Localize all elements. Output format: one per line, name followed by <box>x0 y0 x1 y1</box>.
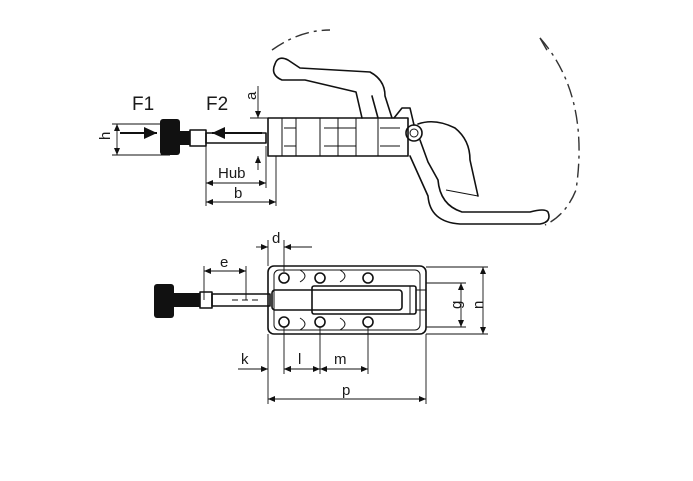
knob-neck-top <box>172 293 200 307</box>
label-Hub: Hub <box>218 165 246 182</box>
handle-swing-arc-upper <box>539 37 549 53</box>
knob-top <box>154 284 174 318</box>
push-rod-top <box>211 293 271 307</box>
mount-hole <box>362 316 374 328</box>
handle-swing-arc <box>271 29 580 226</box>
mount-hole <box>362 272 374 284</box>
slide <box>311 285 417 315</box>
label-g: g <box>448 301 465 309</box>
label-F2: F2 <box>206 94 228 115</box>
label-n: n <box>470 301 487 309</box>
label-k: k <box>241 351 249 368</box>
label-F1: F1 <box>132 94 154 115</box>
mount-hole <box>314 316 326 328</box>
base-plate <box>267 265 427 335</box>
label-a: a <box>243 91 260 100</box>
rod-nut-top <box>199 291 213 309</box>
label-d: d <box>272 230 280 247</box>
handle-lower <box>409 139 550 225</box>
mount-hole <box>278 316 290 328</box>
label-b: b <box>234 185 242 202</box>
rod-nut <box>189 129 207 147</box>
mount-hole <box>314 272 326 284</box>
handle-upper <box>272 57 393 119</box>
top-view: d e g n k l m p <box>154 230 488 404</box>
label-l: l <box>298 351 301 368</box>
push-rod <box>205 132 267 144</box>
knob-neck <box>178 131 190 145</box>
label-e: e <box>220 254 228 271</box>
label-m: m <box>334 351 347 368</box>
guide-slot <box>271 289 403 311</box>
label-h: h <box>97 132 114 140</box>
label-p: p <box>342 382 350 399</box>
knob <box>160 119 180 155</box>
mount-hole <box>278 272 290 284</box>
side-view: F1 F2 a h Hub b <box>97 29 580 226</box>
